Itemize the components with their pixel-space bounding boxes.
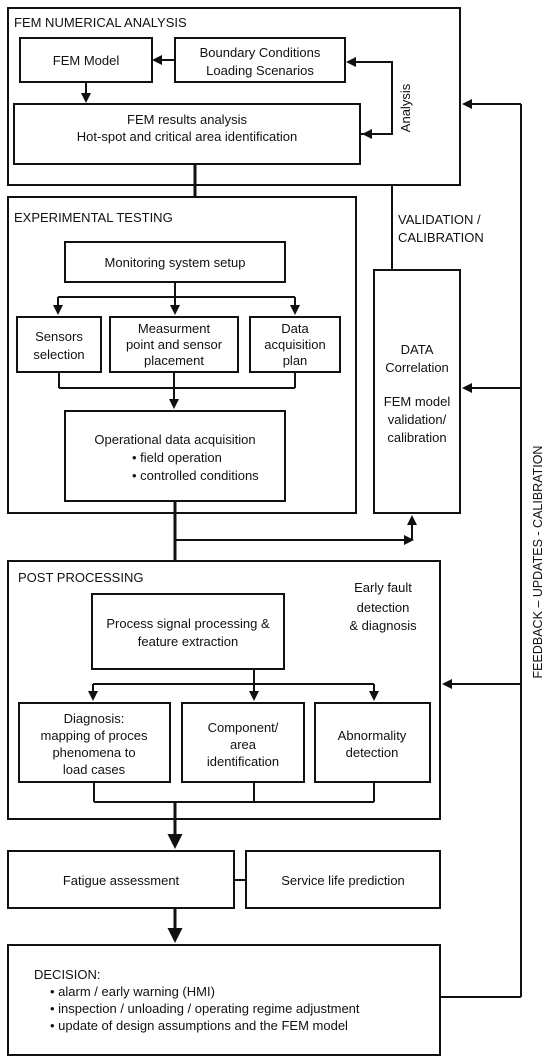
early-fault-line-1: Early fault	[354, 580, 412, 595]
process-signal-box	[91, 593, 285, 670]
decision-item-alarm: • alarm / early warning (HMI)	[50, 984, 215, 999]
data-correlation-box	[373, 269, 461, 514]
plan-label-1: Data	[281, 321, 309, 336]
sensors-label: Sensors	[35, 329, 83, 344]
data-correlation-line-5: validation/	[388, 412, 447, 427]
decision-item-inspection: • inspection / unloading / operating reg…	[50, 1001, 360, 1016]
process-signal-line-2: feature extraction	[138, 634, 238, 649]
process-signal-line-1: Process signal processing &	[106, 616, 270, 631]
data-correlation-line-4: FEM model	[384, 394, 451, 409]
abnormality-line-2: detection	[346, 745, 399, 760]
validation-label: VALIDATION /	[398, 212, 481, 227]
abnormality-line-1: Abnormality	[338, 728, 407, 743]
measurement-label-2: point and sensor	[126, 337, 223, 352]
fatigue-assessment-label: Fatigue assessment	[63, 873, 180, 888]
early-fault-line-2: detection	[357, 600, 410, 615]
boundary-conditions-box	[174, 37, 346, 83]
decision-item-update: • update of design assumptions and the F…	[50, 1018, 348, 1033]
service-life-label: Service life prediction	[281, 873, 405, 888]
operational-acquisition-box	[64, 410, 286, 502]
post-section-title: POST PROCESSING	[18, 570, 143, 585]
feedback-label: FEEDBACK – UPDATES - CALIBRATION	[531, 446, 545, 679]
diagnosis-line-1: Diagnosis:	[64, 711, 125, 726]
data-correlation-line-2: Correlation	[385, 360, 449, 375]
diagnosis-line-4: load cases	[63, 762, 126, 777]
data-correlation-line-1: DATA	[401, 342, 434, 357]
early-fault-line-3: & diagnosis	[349, 618, 417, 633]
sensors-selection-box	[16, 316, 102, 373]
feedback-label-background	[530, 430, 546, 695]
calibration-label: CALIBRATION	[398, 230, 484, 245]
field-operation-item: • field operation	[132, 450, 222, 465]
fem-results-label: FEM results analysis	[127, 112, 247, 127]
service-life-box	[245, 850, 441, 909]
data-correlation-line-6: calibration	[387, 430, 446, 445]
abnormality-detection-box	[314, 702, 431, 783]
operational-title: Operational data acquisition	[94, 432, 255, 447]
component-line-2: area	[230, 737, 257, 752]
plan-label-3: plan	[283, 353, 308, 368]
experimental-section-title: EXPERIMENTAL TESTING	[14, 210, 173, 225]
fem-model-label: FEM Model	[53, 53, 120, 68]
boundary-conditions-label: Boundary Conditions	[200, 45, 321, 60]
fem-model-box	[19, 37, 153, 83]
plan-label-2: acquisition	[264, 337, 325, 352]
analysis-label: Analysis	[398, 83, 413, 132]
monitoring-setup-label: Monitoring system setup	[105, 255, 246, 270]
decision-box	[7, 944, 441, 1056]
diagnosis-line-3: phenomena to	[52, 745, 135, 760]
controlled-conditions-item: • controlled conditions	[132, 468, 259, 483]
fem-section-title: FEM NUMERICAL ANALYSIS	[14, 15, 187, 30]
monitoring-setup-box	[64, 241, 286, 283]
measurement-point-box	[109, 316, 239, 373]
hotspot-label: Hot-spot and critical area identificatio…	[77, 129, 297, 144]
diagnosis-box	[18, 702, 171, 783]
decision-title: DECISION:	[34, 967, 100, 982]
measurement-label-1: Measurment	[138, 321, 211, 336]
component-line-1: Component/	[208, 720, 279, 735]
loading-scenarios-label: Loading Scenarios	[206, 63, 314, 78]
component-line-3: identification	[207, 754, 279, 769]
component-identification-box	[181, 702, 305, 783]
selection-label: selection	[33, 347, 84, 362]
measurement-label-3: placement	[144, 353, 204, 368]
diagnosis-line-2: mapping of proces	[41, 728, 148, 743]
